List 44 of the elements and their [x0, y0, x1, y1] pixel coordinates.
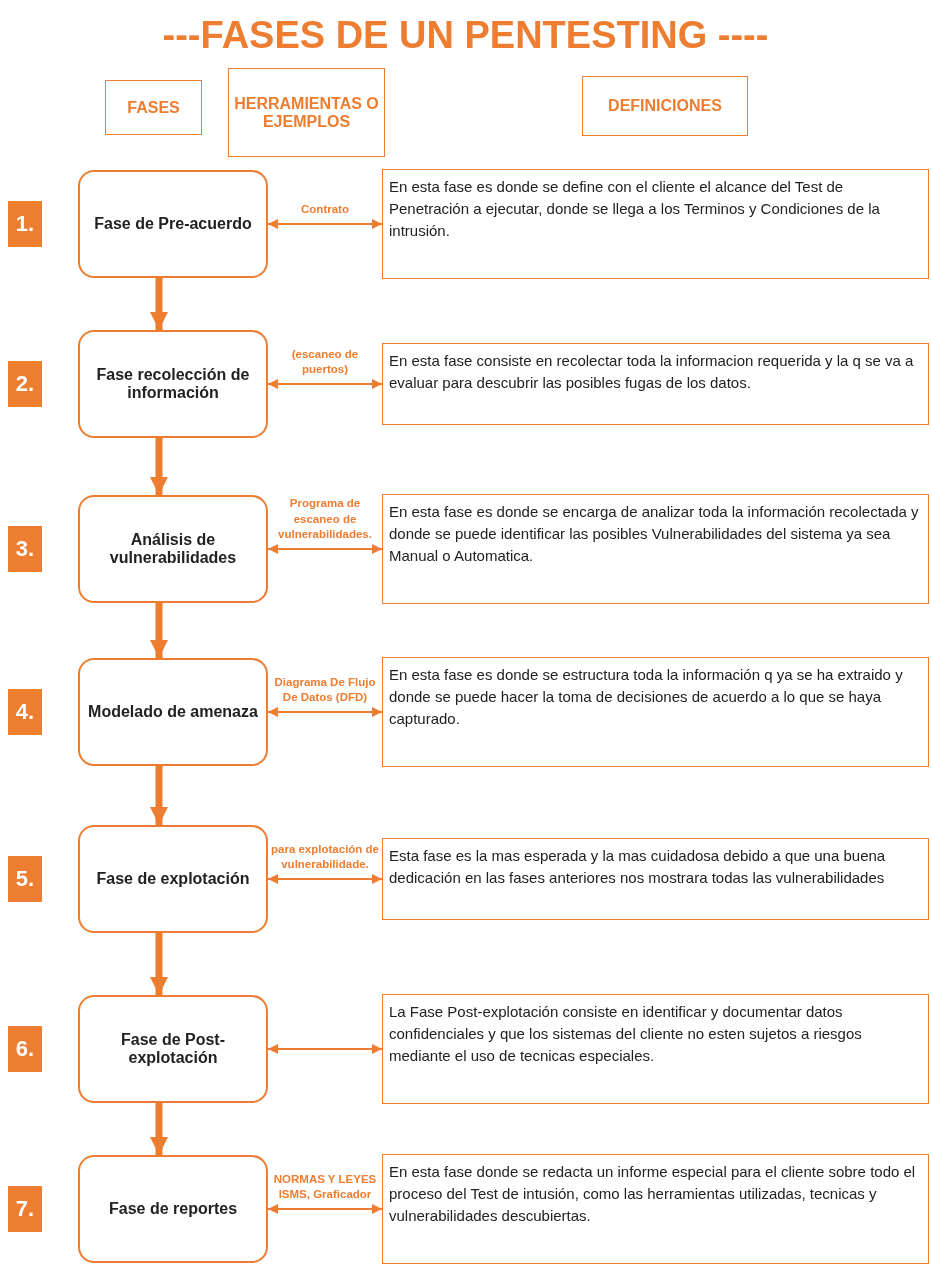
- edge-label: para explotación de vulnerabilidade.: [270, 841, 380, 873]
- edge-label: Contrato: [300, 202, 350, 218]
- arrow: [150, 438, 168, 495]
- phase-box: Fase de Post-explotación: [78, 995, 268, 1103]
- definition-box: En esta fase es donde se estructura toda la información q ya se ha extraido y donde se puede hacer la toma de decisiones de acuerdo a lo que se haya capturado.: [382, 657, 929, 767]
- arrow: [150, 1103, 168, 1155]
- column-header: DEFINICIONES: [582, 76, 748, 136]
- phase-box: Fase de explotación: [78, 825, 268, 933]
- arrow: [267, 379, 383, 389]
- title: ---FASES DE UN PENTESTING ----: [161, 14, 770, 57]
- arrow: [267, 1044, 383, 1054]
- arrow: [150, 278, 168, 330]
- definition-box: En esta fase es donde se encarga de analizar toda la información recolectada y donde se puede identificar las posibles Vulnerabilidades del sistema ya sea Manual o Automatica.: [382, 494, 929, 604]
- edge-label: Programa de escaneo de vulnerabilidades.: [277, 496, 373, 543]
- arrow: [267, 707, 383, 717]
- arrow: [267, 219, 383, 229]
- step-number: 6.: [8, 1026, 42, 1072]
- edge-label: NORMAS Y LEYES ISMS, Graficador: [272, 1171, 378, 1203]
- phase-box: Fase de reportes: [78, 1155, 268, 1263]
- column-header: HERRAMIENTAS O EJEMPLOS: [228, 68, 385, 157]
- step-number: 4.: [8, 689, 42, 735]
- arrow: [267, 874, 383, 884]
- phase-box: Análisis de vulnerabilidades: [78, 495, 268, 603]
- definition-box: Esta fase es la mas esperada y la mas cuidadosa debido a que una buena dedicación en las fases anteriores nos mostrara todas las vulnerabilidades: [382, 838, 929, 920]
- step-number: 5.: [8, 856, 42, 902]
- arrow: [267, 1204, 383, 1214]
- step-number: 7.: [8, 1186, 42, 1232]
- column-header: FASES: [105, 80, 202, 135]
- definition-box: En esta fase donde se redacta un informe especial para el cliente sobre todo el proceso del Test de intusión, como las herramientas utilizadas, tecnicas y vulnerabilidades descubiertas.: [382, 1154, 929, 1264]
- phase-box: Fase recolección de información: [78, 330, 268, 438]
- arrow: [150, 766, 168, 825]
- edge-label: Diagrama De Flujo De Datos (DFD): [273, 674, 377, 706]
- definition-box: La Fase Post-explotación consiste en identificar y documentar datos confidenciales y que los sistemas del cliente no esten sujetos a riesgos mediante el uso de tecnicas especiales.: [382, 994, 929, 1104]
- arrow: [150, 933, 168, 995]
- edge-label: (escaneo de puertos): [290, 346, 360, 378]
- definition-box: En esta fase consiste en recolectar toda la informacion requerida y la q se va a evaluar para descubrir las posibles fugas de los datos.: [382, 343, 929, 425]
- phase-box: Fase de Pre-acuerdo: [78, 170, 268, 278]
- arrow: [267, 544, 383, 554]
- step-number: 1.: [8, 201, 42, 247]
- arrow: [150, 603, 168, 658]
- definition-box: En esta fase es donde se define con el cliente el alcance del Test de Penetración a ejecutar, donde se llega a los Terminos y Condiciones de la intrusión.: [382, 169, 929, 279]
- step-number: 2.: [8, 361, 42, 407]
- step-number: 3.: [8, 526, 42, 572]
- phase-box: Modelado de amenaza: [78, 658, 268, 766]
